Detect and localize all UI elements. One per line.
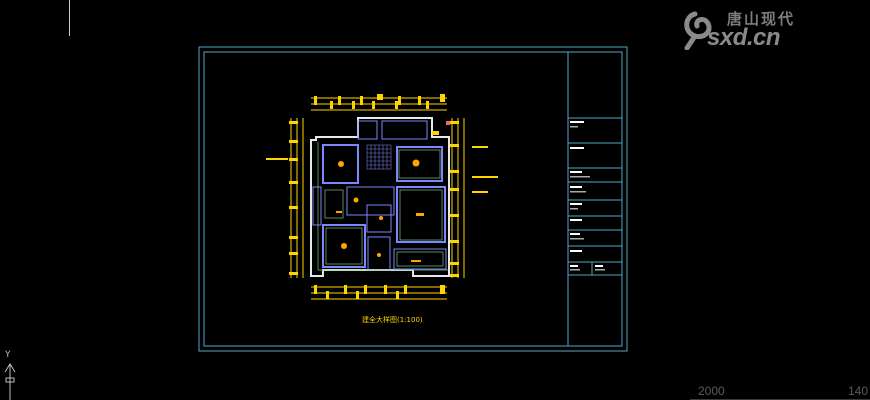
title-block <box>567 52 622 346</box>
room-top-right <box>381 120 428 140</box>
floor-plan[interactable] <box>310 117 450 277</box>
ruler: 2000 140 <box>690 384 870 400</box>
room-lower-right <box>393 248 447 270</box>
crosshair-cursor <box>69 0 70 36</box>
watermark-chinese-text: 唐山现代 <box>727 10 796 28</box>
ruler-value-left: 2000 <box>698 384 725 398</box>
ucs-y-label: Y <box>5 350 11 360</box>
dimension-ticks <box>266 94 498 299</box>
room-lower-left <box>322 224 366 268</box>
interior-details <box>317 142 448 271</box>
window-marks <box>432 121 450 135</box>
ruler-value-right: 140 <box>848 384 869 398</box>
swirl-logo-icon <box>684 11 712 50</box>
ucs-icon <box>4 363 16 400</box>
sheet-outer-frame <box>198 46 628 352</box>
room-upper-right <box>396 146 443 182</box>
room-center <box>346 186 395 216</box>
watermark-logo: 唐山现代 sxd.cn <box>681 6 856 51</box>
room-right-middle <box>396 186 446 243</box>
room-upper-left <box>322 144 359 184</box>
tile-grid <box>366 144 392 170</box>
plan-title: 建全大样图(1:100) <box>362 316 423 324</box>
room-center-small <box>366 204 392 233</box>
watermark-english-text: sxd.cn <box>707 24 781 51</box>
room-left-strip <box>312 186 322 226</box>
room-top-small <box>357 120 378 140</box>
light-fixtures <box>336 159 424 262</box>
sheet-inner-frame <box>203 51 623 347</box>
